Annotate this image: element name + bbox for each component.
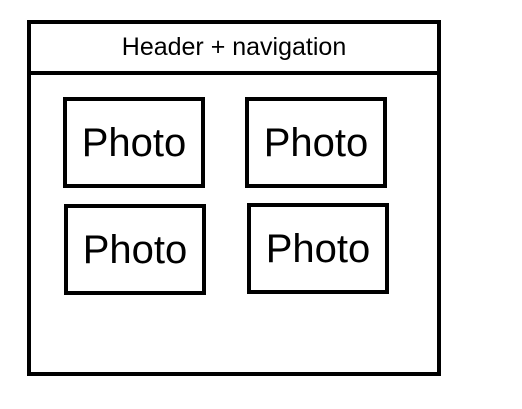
photo-label: Photo [265,226,371,271]
photo-label: Photo [81,120,187,165]
photo-placeholder-4: Photo [247,203,389,294]
photo-placeholder-1: Photo [63,97,205,188]
photo-placeholder-2: Photo [245,97,387,188]
header-label: Header + navigation [121,33,347,61]
photo-placeholder-3: Photo [64,204,206,295]
page-wireframe: Header + navigation Photo Photo Photo Ph… [27,20,441,376]
header-navigation-bar: Header + navigation [31,24,437,75]
photo-label: Photo [82,227,188,272]
photo-label: Photo [263,120,369,165]
